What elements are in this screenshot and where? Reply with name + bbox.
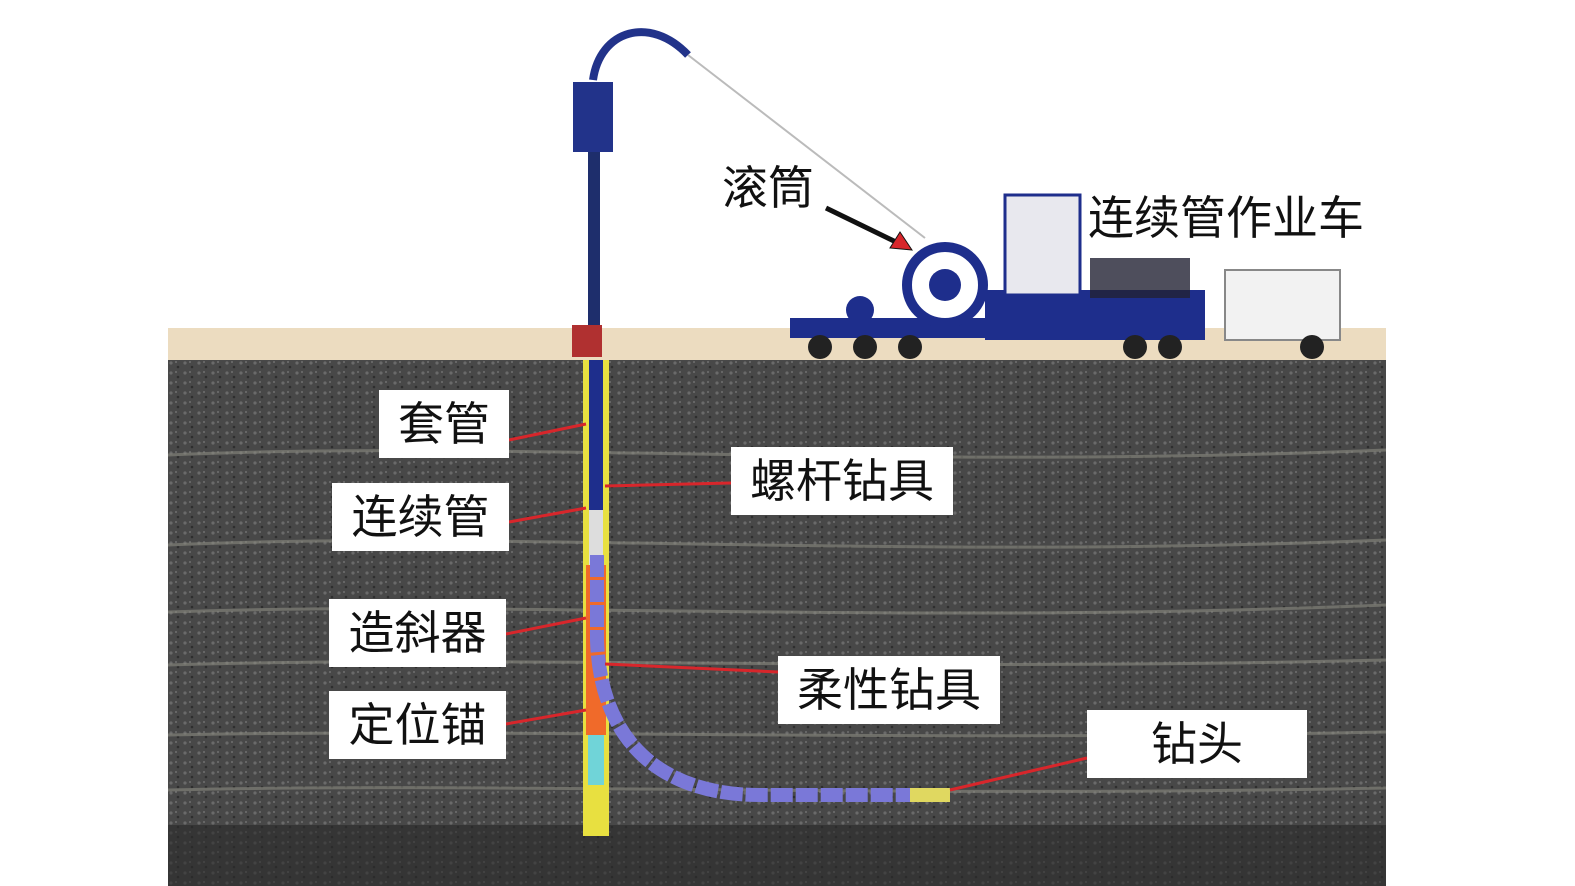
label-whipstock: 造斜器 xyxy=(329,599,506,667)
wellbore xyxy=(583,360,950,836)
label-ct-unit-truck: 连续管作业车 xyxy=(1088,191,1364,245)
label-reel: 滚筒 xyxy=(722,161,814,215)
label-casing: 套管 xyxy=(379,390,509,458)
label-screw-drill: 螺杆钻具 xyxy=(731,447,953,515)
reel-arrow xyxy=(824,205,913,251)
leader-lines xyxy=(505,422,1088,792)
label-anchor: 定位锚 xyxy=(329,691,506,759)
rock-strata xyxy=(167,448,1387,793)
injector-mast xyxy=(572,28,926,357)
label-coiled-tubing: 连续管 xyxy=(332,483,509,551)
ct-unit-truck-art xyxy=(790,193,1341,359)
label-flexible-drill: 柔性钻具 xyxy=(778,656,1000,724)
label-drill-bit: 钻头 xyxy=(1087,710,1307,778)
